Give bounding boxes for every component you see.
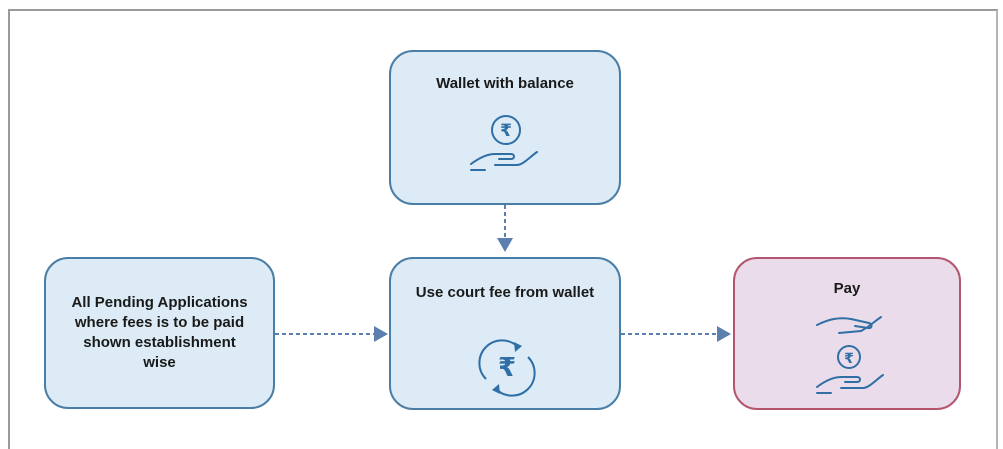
hands-rupee-icon: ₹: [816, 316, 884, 394]
pending-applications-node: All Pending Applications where fees is t…: [44, 257, 275, 409]
diagram-frame: [8, 9, 998, 449]
rupee-refresh-icon: ₹: [478, 339, 536, 397]
pay-label: Pay: [833, 280, 861, 297]
use-court-fee-label: Use court fee from wallet: [415, 284, 595, 301]
pay-node: Pay ₹: [733, 257, 961, 410]
pending-applications-label: All Pending Applications where fees is t…: [71, 294, 248, 371]
svg-text:₹: ₹: [498, 353, 516, 383]
connectors: [275, 205, 731, 342]
wallet-node: Wallet with balance ₹: [389, 50, 621, 205]
wallet-node-label: Wallet with balance: [436, 75, 574, 92]
hand-rupee-icon: ₹: [470, 115, 538, 171]
svg-text:₹: ₹: [500, 121, 512, 141]
svg-text:₹: ₹: [844, 351, 854, 367]
use-court-fee-node: Use court fee from wallet ₹: [389, 257, 621, 410]
